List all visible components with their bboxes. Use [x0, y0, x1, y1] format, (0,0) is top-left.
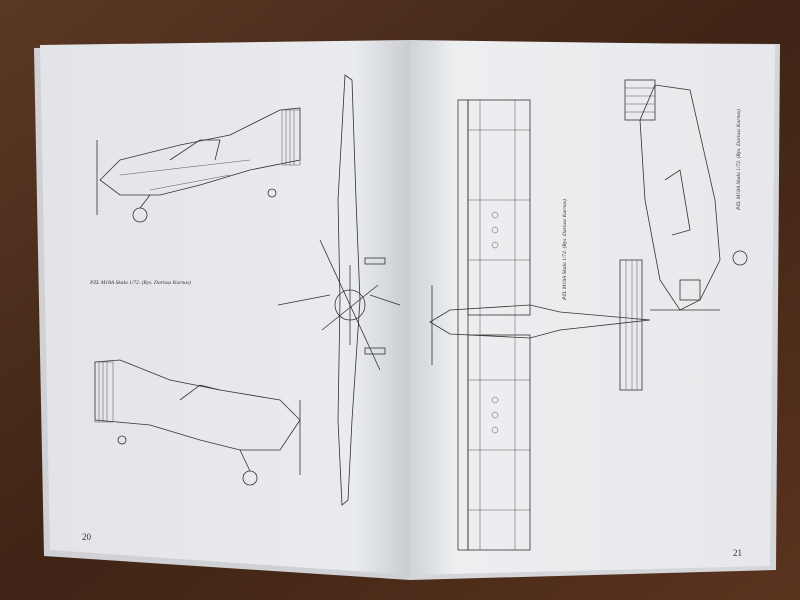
page-number-right: 21 [733, 548, 742, 558]
caption-left-top: PZL M18A Skała 1/72. (Rys. Dariusz Karna… [89, 279, 191, 286]
caption-right-side: PZL M18A Skała 1/72. (Rys. Dariusz Karna… [735, 109, 742, 211]
page-number-left: 20 [82, 532, 92, 542]
aircraft-front-view [277, 74, 401, 506]
aircraft-side-view-top [96, 107, 301, 223]
aircraft-top-view [429, 99, 651, 551]
aircraft-side-view-rotated [624, 79, 748, 311]
right-page [410, 40, 775, 575]
left-page [40, 40, 410, 575]
caption-right-center: PZL M18A Skała 1/72. (Rys. Dariusz Karna… [561, 199, 568, 301]
aircraft-side-view-bottom [94, 359, 301, 486]
